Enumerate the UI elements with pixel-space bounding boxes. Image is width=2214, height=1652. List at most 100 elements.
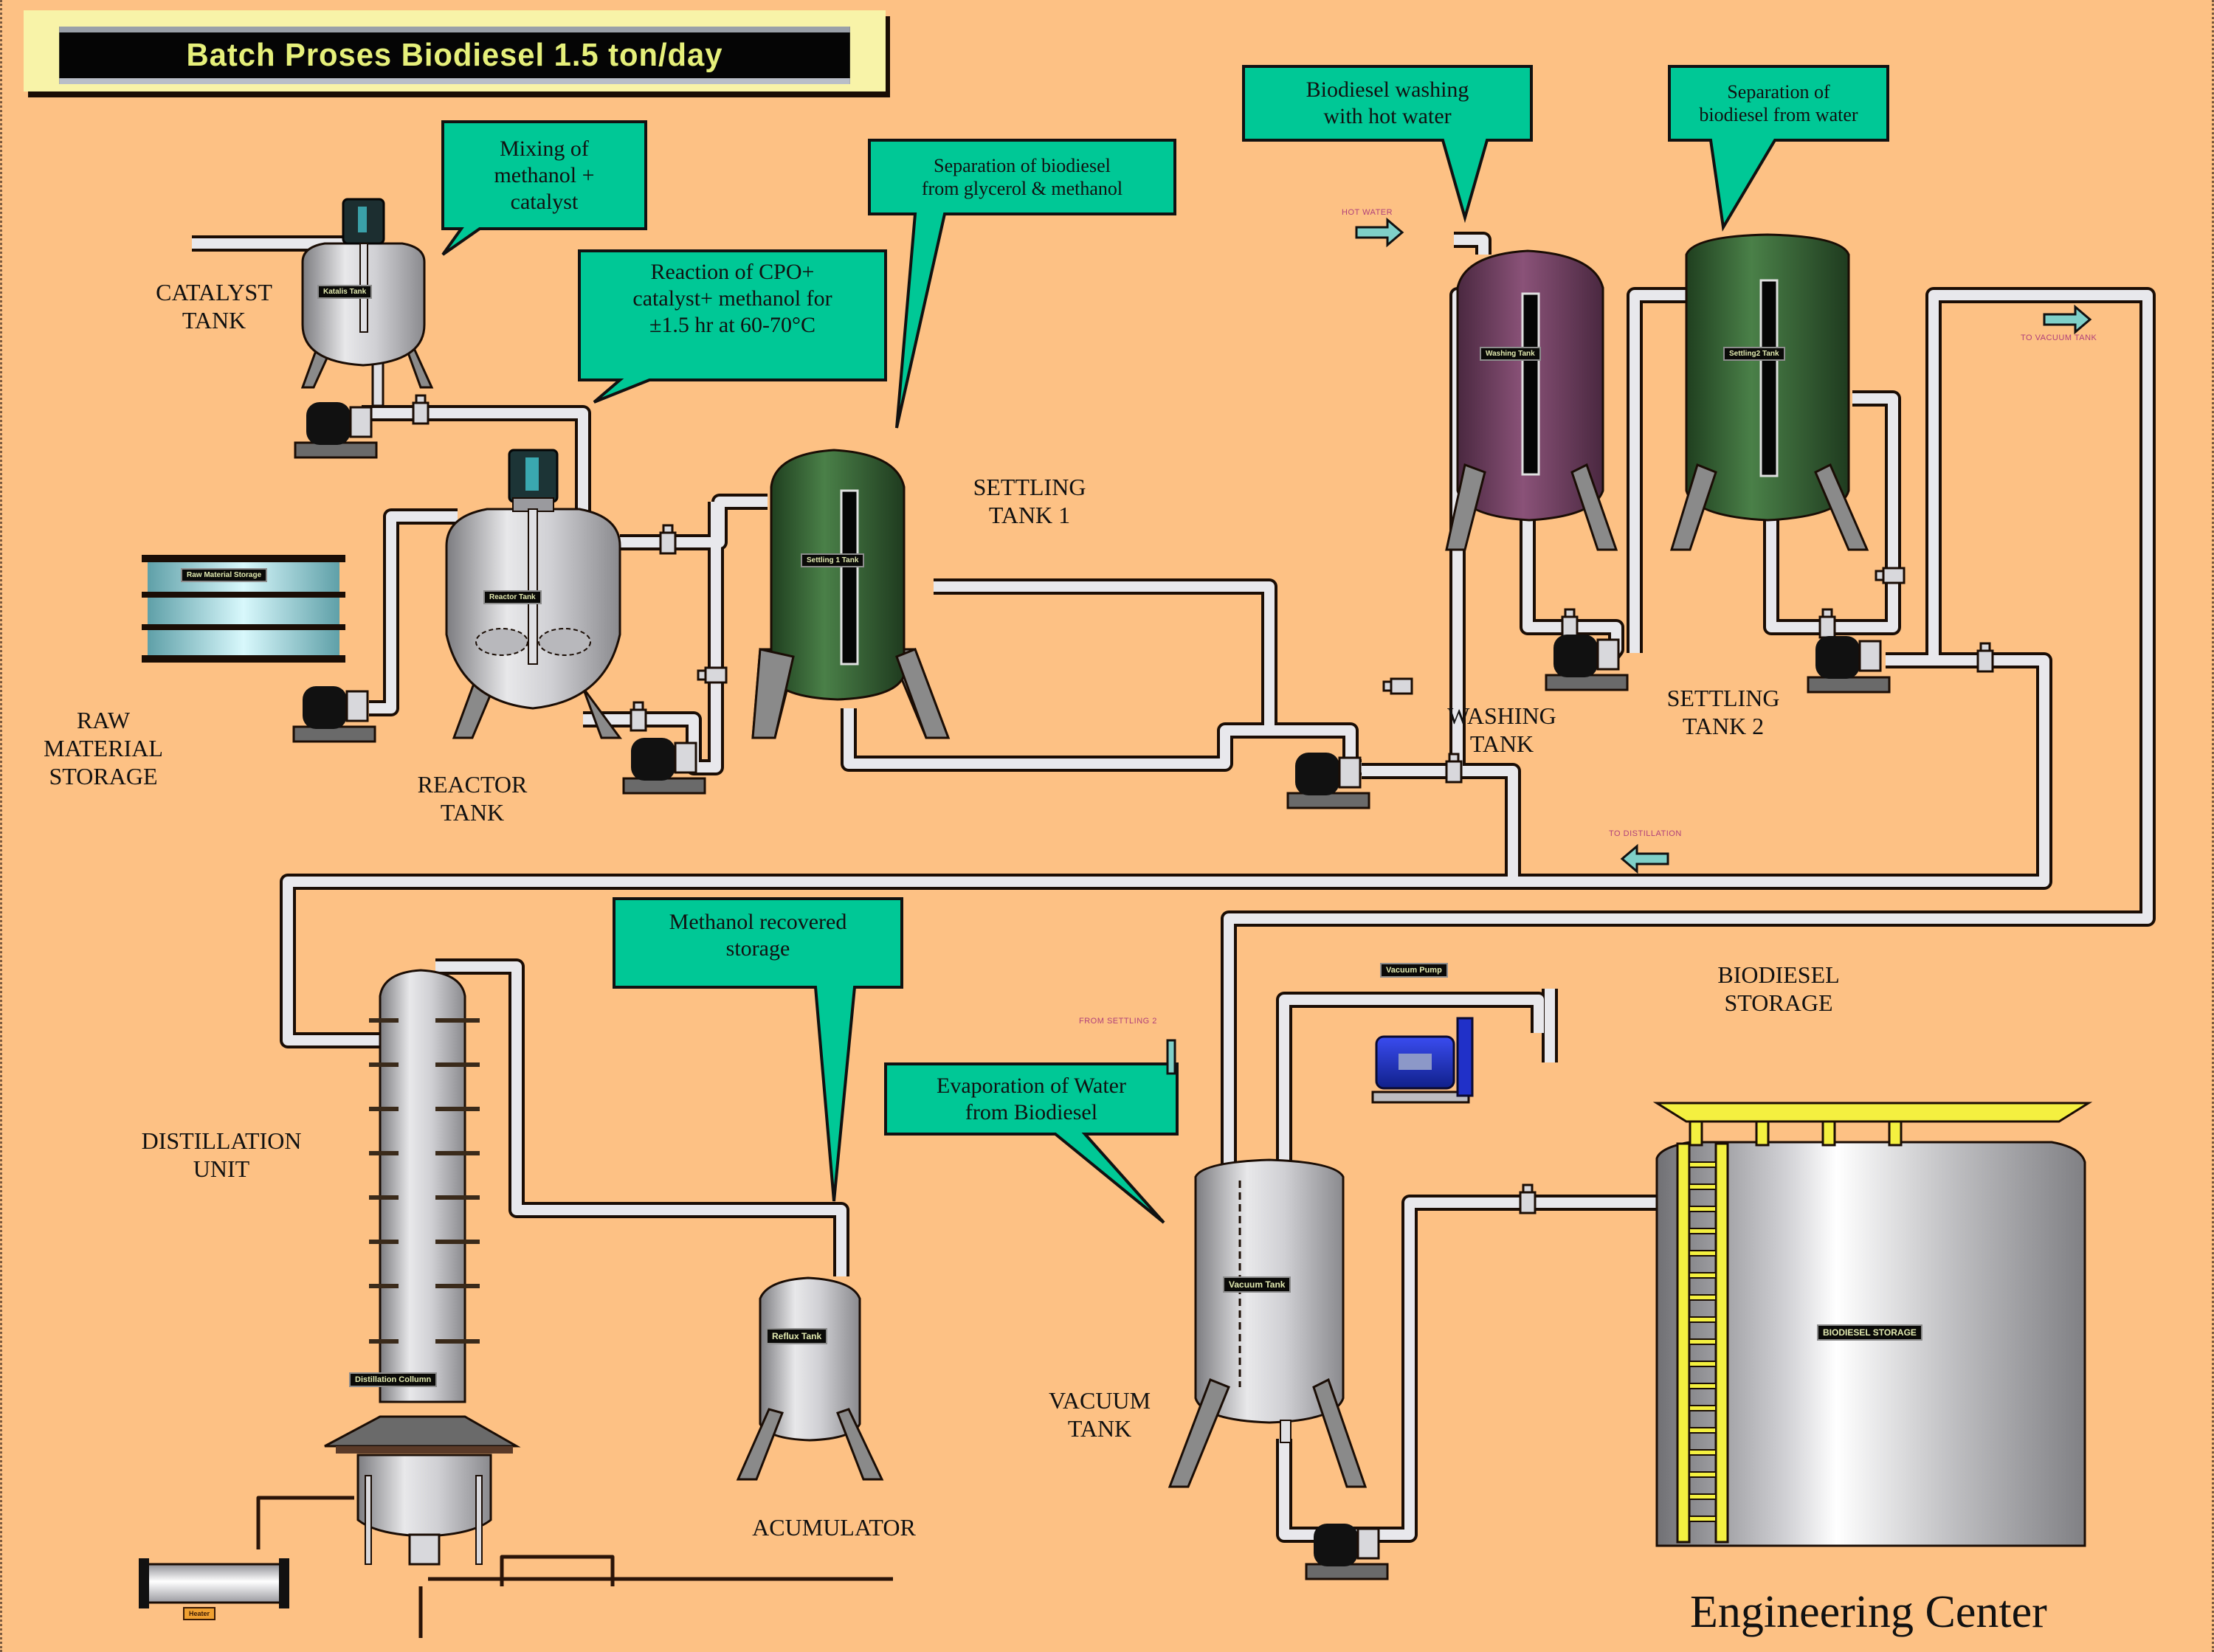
valve-icon[interactable] [630, 701, 647, 732]
label-settling-tank-1: SETTLING TANK 1 [973, 474, 1086, 528]
label-raw-material-storage: RAW MATERIAL STORAGE [44, 707, 163, 789]
ladder-rung [1689, 1427, 1717, 1434]
ladder-rung [1689, 1272, 1717, 1279]
valve-icon[interactable] [697, 666, 728, 684]
callout-separation-glycerol: Separation of biodiesel from glycerol & … [921, 154, 1123, 199]
ladder-rung [1689, 1250, 1717, 1257]
flow-arrows [1166, 217, 2092, 1075]
label-biodiesel-storage: BIODIESEL STORAGE [1717, 961, 1840, 1016]
arrow-down-right-icon [1166, 1039, 1176, 1075]
ladder-rung [1689, 1471, 1717, 1478]
nameplate-reflux: Reflux Tank [766, 1328, 828, 1344]
pump-icon[interactable] [294, 402, 378, 459]
vacuum-tank[interactable] [1168, 1158, 1368, 1488]
pump-icon[interactable] [1305, 1524, 1389, 1580]
biodiesel-storage-tank[interactable] [1652, 1102, 2093, 1547]
ladder [1676, 1142, 1729, 1544]
label-accumulator: ACUMULATOR [752, 1514, 916, 1541]
valve-icon[interactable] [1382, 677, 1413, 695]
settling-tank-1[interactable] [751, 449, 951, 739]
nameplate-settling-2: Settling2 Tank [1723, 347, 1785, 361]
valve-icon[interactable] [1519, 1183, 1537, 1214]
callout-reaction: Reaction of CPO+ catalyst+ methanol for … [632, 260, 832, 337]
valve-icon[interactable] [1445, 753, 1463, 784]
ladder-rung [1689, 1206, 1717, 1212]
callouts [441, 65, 1889, 1224]
callout-separation-water-shape [1668, 65, 1889, 232]
label-settling-tank-2: SETTLING TANK 2 [1666, 685, 1780, 739]
flow-label-from-settling-2: FROM SETTLING 2 [1079, 1017, 1157, 1026]
nameplate-raw-material: Raw Material Storage [181, 568, 268, 582]
label-vacuum-tank: VACUUM TANK [1048, 1387, 1151, 1442]
valve-icon[interactable] [1875, 567, 1906, 584]
callout-methanol-recovered: Methanol recovered storage [669, 910, 847, 961]
nameplate-biodiesel-storage: BIODIESEL STORAGE [1817, 1324, 1922, 1341]
callout-mixing-shape [441, 120, 647, 256]
arrow-left-icon [1620, 843, 1669, 874]
raw-material-storage-tank[interactable] [142, 555, 345, 663]
nameplate-catalyst: Katalis Tank [317, 285, 373, 299]
label-reactor-tank: REACTOR TANK [417, 771, 528, 826]
ladder-rung [1689, 1316, 1717, 1323]
distillation-column[interactable] [324, 969, 521, 1566]
nameplate-vacuum-tank: Vacuum Tank [1223, 1276, 1292, 1293]
ladder-rung [1689, 1383, 1717, 1389]
pump-icon[interactable] [292, 686, 376, 743]
pump-icon[interactable] [1807, 636, 1891, 694]
vacuum-pump-icon[interactable] [1371, 1017, 1474, 1104]
ladder-rung [1689, 1493, 1717, 1500]
ladder-rung [1689, 1405, 1717, 1411]
callout-mixing: Mixing of methanol + catalyst [494, 136, 595, 214]
callout-separation-water: Separation of biodiesel from water [1699, 80, 1858, 125]
ladder-rung [1689, 1183, 1717, 1190]
pump-icon[interactable] [1545, 635, 1629, 691]
nameplate-heater: Heater [183, 1607, 216, 1620]
pump-icon[interactable] [1286, 753, 1370, 809]
label-catalyst-tank: CATALYST TANK [156, 279, 272, 333]
flow-label-to-distillation: TO DISTILLATION [1609, 829, 1682, 838]
callout-reaction-shape [578, 249, 887, 404]
callout-separation-glycerol-shape [868, 139, 1176, 429]
ladder-rung [1689, 1161, 1717, 1168]
nameplate-distillation: Distillation Collumn [349, 1372, 438, 1387]
nameplate-vacuum-pump: Vacuum Pump [1380, 963, 1448, 978]
callout-washing: Biodiesel washing with hot water [1306, 77, 1469, 128]
ladder-rung [1689, 1516, 1717, 1522]
label-distillation-unit: DISTILLATION UNIT [141, 1127, 302, 1182]
ladder-rung [1689, 1294, 1717, 1301]
callout-methanol-shape [613, 897, 903, 1202]
valve-icon[interactable] [1818, 608, 1836, 639]
catalyst-tank[interactable] [300, 198, 434, 407]
washing-tank[interactable] [1445, 249, 1618, 551]
valve-icon[interactable] [1976, 642, 1994, 673]
callout-evaporation-shape [884, 1062, 1179, 1224]
ladder-rung [1689, 1449, 1717, 1456]
pump-icon[interactable] [622, 738, 706, 795]
valve-icon[interactable] [412, 394, 430, 425]
callout-washing-shape [1242, 65, 1533, 224]
page-title: Batch Proses Biodiesel 1.5 ton/day [59, 27, 850, 84]
pumps [292, 402, 1891, 1580]
flow-label-to-vacuum: TO VACUUM TANK [2021, 333, 2097, 342]
settling-tank-2[interactable] [1669, 233, 1869, 551]
nameplate-washing: Washing Tank [1480, 347, 1541, 361]
reactor-tank[interactable] [445, 449, 622, 739]
valves [412, 394, 1994, 1214]
ladder-rungs [1689, 1161, 1717, 1522]
label-washing-tank: WASHING TANK [1447, 702, 1556, 757]
arrow-right-icon [1355, 217, 1404, 248]
heater[interactable] [139, 1558, 289, 1608]
footer-brand: Engineering Center [1690, 1587, 2047, 1637]
accumulator-tank[interactable] [736, 1276, 884, 1481]
ladder-rung [1689, 1338, 1717, 1345]
ladder-rung [1689, 1228, 1717, 1234]
nameplate-settling-1: Settling 1 Tank [801, 553, 865, 567]
valve-icon[interactable] [659, 524, 677, 555]
valve-icon[interactable] [1561, 608, 1579, 639]
flow-label-hot-water: HOT WATER [1342, 208, 1393, 217]
ladder-rung [1689, 1361, 1717, 1367]
callout-evaporation: Evaporation of Water from Biodiesel [937, 1073, 1126, 1124]
arrow-right-icon [2043, 304, 2092, 335]
